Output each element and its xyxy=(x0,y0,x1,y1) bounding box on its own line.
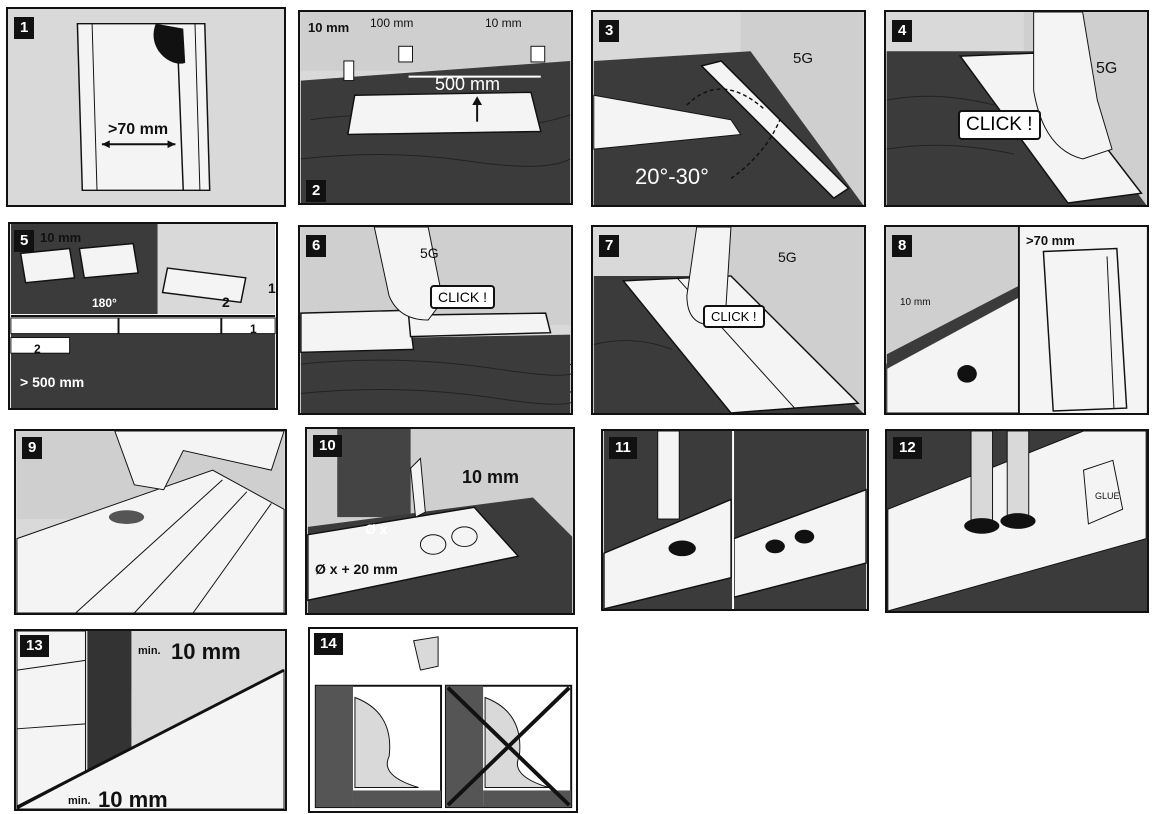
click-bubble: CLICK ! xyxy=(703,305,765,328)
step-number: 13 xyxy=(20,635,49,657)
distance-label: >70 mm xyxy=(1026,233,1075,248)
step-number: 11 xyxy=(609,437,637,459)
step-number: 2 xyxy=(306,180,326,202)
step-11-panel: 11 xyxy=(601,429,869,611)
distance-label: >70 mm xyxy=(108,121,168,139)
spacer-gap-label: 10 mm xyxy=(485,16,522,30)
step-number: 9 xyxy=(22,437,42,459)
step-4-panel: 4 5G CLICK ! xyxy=(884,10,1149,207)
step-1-illustration xyxy=(8,9,284,205)
step-number: 5 xyxy=(14,230,34,252)
step-14-illustration xyxy=(310,629,576,811)
step-11-illustration xyxy=(603,431,867,609)
gap-label: 10 mm xyxy=(40,230,81,245)
step-number: 10 xyxy=(313,435,342,457)
step-1-panel: 1 >70 mm xyxy=(6,7,286,207)
step-10-illustration xyxy=(307,429,573,613)
wall-code-label: 5G xyxy=(420,245,439,261)
angle-label: 20°-30° xyxy=(635,164,709,190)
bottom-gap-label: 10 mm xyxy=(98,787,168,811)
row-piece-2-label: 2 xyxy=(34,342,41,356)
wall-code-label: 5G xyxy=(778,249,797,265)
step-number: 14 xyxy=(314,633,343,655)
click-bubble: CLICK ! xyxy=(430,285,495,309)
gap-label: 10 mm xyxy=(900,297,931,308)
step-9-illustration xyxy=(16,431,285,613)
step-12-panel: 12 GLUE xyxy=(885,429,1149,613)
min-prefix-label: min. xyxy=(68,795,91,807)
click-bubble: CLICK ! xyxy=(958,110,1041,140)
step-number: 4 xyxy=(892,20,912,42)
wall-code-label: 5G xyxy=(1096,60,1117,78)
gap-label: 10 mm xyxy=(462,467,519,488)
step-6-panel: 6 5G CLICK ! xyxy=(298,225,573,415)
step-3-illustration xyxy=(593,12,864,205)
piece-1-label: 1 xyxy=(268,280,276,296)
rotate-label: 180° xyxy=(92,296,117,310)
step-8-panel: 8 >70 mm 10 mm xyxy=(884,225,1149,415)
row-piece-1-label: 1 xyxy=(250,322,257,336)
step-number: 7 xyxy=(599,235,619,257)
step-number: 12 xyxy=(893,437,922,459)
hole-diameter-label: Ø x + 20 mm xyxy=(315,561,398,577)
step-9-panel: 9 xyxy=(14,429,287,615)
diameter-label: Ø x xyxy=(365,521,388,537)
step-13-illustration xyxy=(16,631,285,809)
piece-2-label: 2 xyxy=(222,294,230,310)
spacing-label: 100 mm xyxy=(370,16,413,30)
wall-gap-label: 10 mm xyxy=(308,20,349,35)
step-3-panel: 3 5G 20°-30° xyxy=(591,10,866,207)
top-gap-label: 10 mm xyxy=(171,639,241,665)
step-2-panel: 2 10 mm 100 mm 10 mm 500 mm xyxy=(298,10,573,205)
min-length-label: > 500 mm xyxy=(20,374,84,390)
step-number: 8 xyxy=(892,235,912,257)
step-5-panel: 5 10 mm 180° 2 1 1 2 > 500 mm xyxy=(8,222,278,410)
step-12-illustration xyxy=(887,431,1147,611)
length-label: 500 mm xyxy=(435,74,500,95)
step-13-panel: 13 min. 10 mm min. 10 mm xyxy=(14,629,287,811)
step-4-illustration xyxy=(886,12,1147,205)
min-prefix-label: min. xyxy=(138,645,161,657)
glue-label: GLUE xyxy=(1095,491,1120,501)
step-7-panel: 7 5G CLICK ! xyxy=(591,225,866,415)
step-number: 1 xyxy=(14,17,34,39)
step-8-illustration xyxy=(886,227,1147,413)
step-2-illustration xyxy=(300,12,571,203)
step-14-panel: 14 xyxy=(308,627,578,813)
step-number: 3 xyxy=(599,20,619,42)
step-number: 6 xyxy=(306,235,326,257)
step-10-panel: 10 10 mm Ø x Ø x + 20 mm xyxy=(305,427,575,615)
wall-code-label: 5G xyxy=(793,50,813,67)
